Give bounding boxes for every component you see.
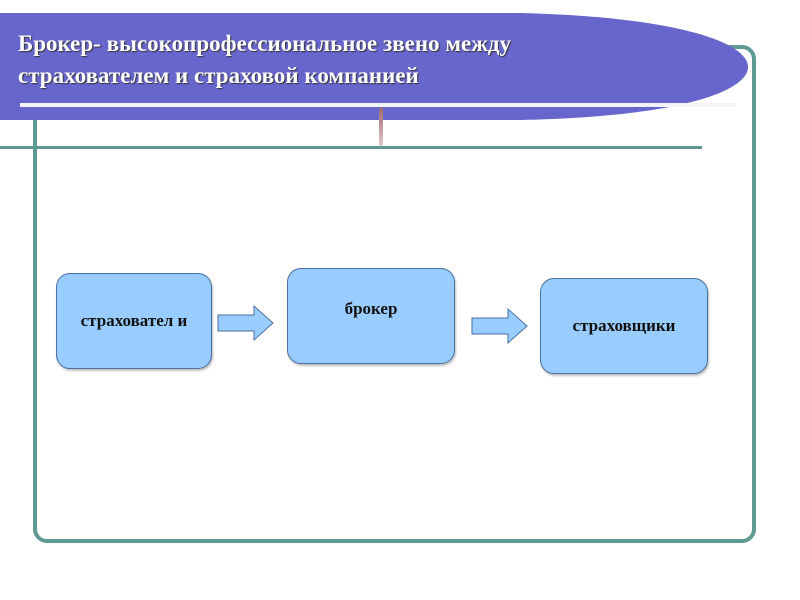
title-banner [0, 13, 748, 120]
pin-decoration [379, 108, 383, 146]
arrow-right-icon [217, 305, 274, 341]
slide-title: Брокер- высокопрофессиональное звено меж… [18, 31, 512, 88]
divider-line [0, 146, 702, 149]
arrow-right-icon [471, 308, 528, 344]
node-label: страховщики [572, 316, 676, 335]
node-label: брокер [344, 299, 398, 318]
node-insurers: страховщики [540, 278, 708, 374]
node-broker: брокер [287, 268, 455, 364]
node-label: страховател и [80, 311, 188, 330]
banner-strip [20, 103, 736, 107]
node-insured: страховател и [56, 273, 212, 369]
